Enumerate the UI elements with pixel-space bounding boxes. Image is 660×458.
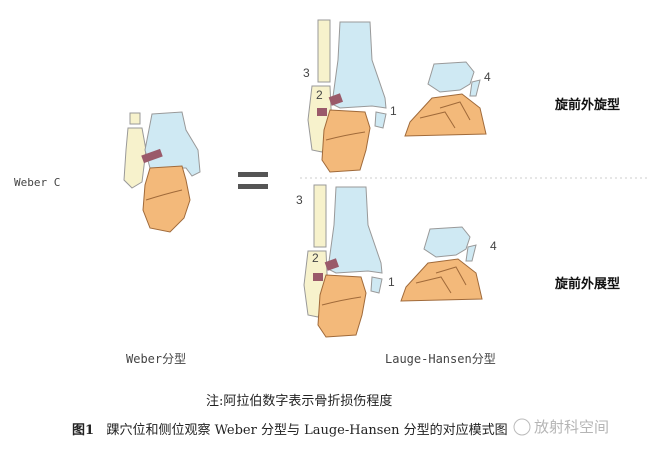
number-label: 1 <box>390 104 397 118</box>
figure-caption-text: 踝穴位和侧位观察 Weber 分型与 Lauge-Hansen 分型的对应模式图 <box>106 423 508 438</box>
figure-caption: 图1 踝穴位和侧位观察 Weber 分型与 Lauge-Hansen 分型的对应… <box>72 419 508 438</box>
weber-caption: Weber分型 <box>126 352 187 366</box>
ankle-pronation-abduction <box>303 184 483 338</box>
type-label-top: 旋前外旋型 <box>555 98 621 113</box>
note-text: 注:阿拉伯数字表示骨折损伤程度 <box>206 394 393 409</box>
equals-sign <box>238 172 268 177</box>
ankle-pronation-external-rotation <box>307 19 487 173</box>
watermark-icon <box>513 418 531 436</box>
watermark-text: 放射科空间 <box>534 418 610 436</box>
number-label: 3 <box>303 66 310 80</box>
lauge-hansen-caption: Lauge-Hansen分型 <box>385 352 496 366</box>
number-label: 4 <box>490 239 497 253</box>
number-label: 4 <box>484 70 491 84</box>
number-label: 2 <box>312 251 319 265</box>
number-label: 1 <box>388 275 395 289</box>
weber-c-ankle <box>123 111 201 233</box>
figure-label: 图1 <box>72 423 95 438</box>
number-label: 2 <box>316 88 323 102</box>
type-label-bottom: 旋前外展型 <box>555 277 621 292</box>
weber-c-label: Weber C <box>14 176 61 189</box>
number-label: 3 <box>296 193 303 207</box>
